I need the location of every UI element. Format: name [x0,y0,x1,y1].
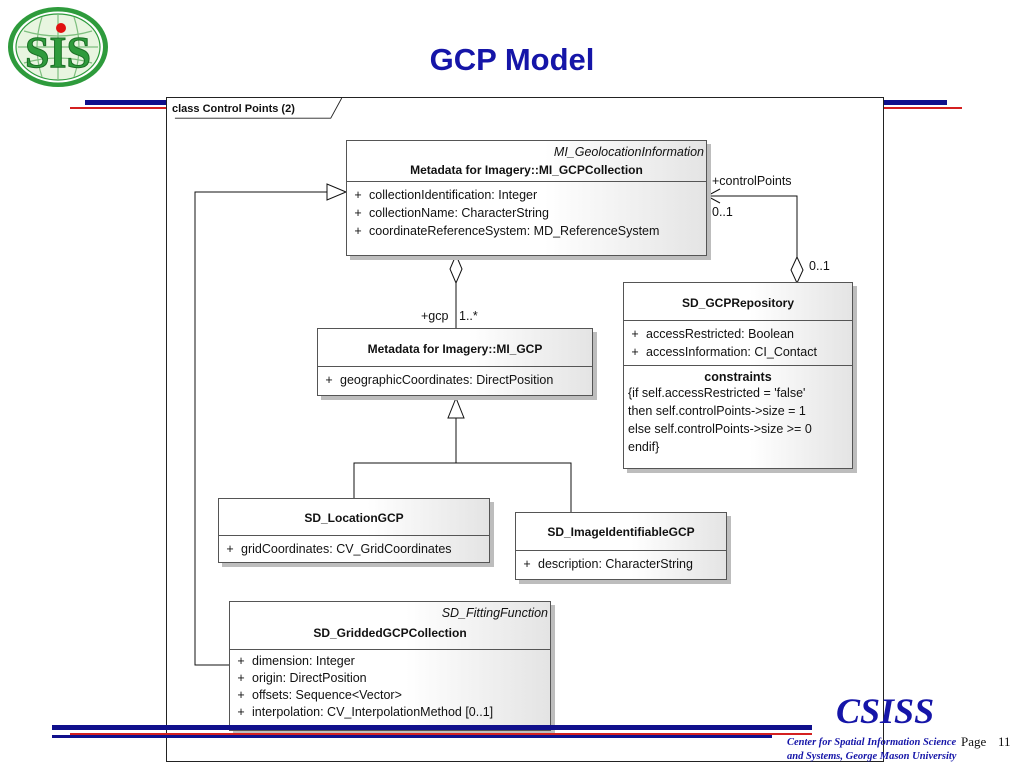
csiss-logo: CSISS [836,691,935,731]
attribute-row: +offsets: Sequence<Vector> [237,688,402,702]
class-gridded-gcp-collection[interactable]: SD_FittingFunction SD_GriddedGCPCollecti… [229,601,551,731]
repository-aggregation-diamond [790,255,804,285]
attribute-row: +description: CharacterString [523,557,693,571]
org-name-line2: and Systems, George Mason University [787,751,957,762]
attribute-row: +coordinateReferenceSystem: MD_Reference… [354,224,660,238]
class-location-gcp[interactable]: SD_LocationGCP +gridCoordinates: CV_Grid… [218,498,490,563]
stereotype-label: SD_FittingFunction [441,606,548,620]
page-number: 11 [998,734,1011,749]
class-name: SD_GriddedGCPCollection [313,626,467,640]
constraint-line: endif} [628,440,660,454]
constraints-title: constraints [704,370,772,384]
attribute-row: +gridCoordinates: CV_GridCoordinates [226,542,452,556]
gcp-generalization-arrow [447,396,465,419]
stereotype-label: MI_GeolocationInformation [553,145,704,159]
repository-multiplicity: 0..1 [809,259,830,273]
sis-logo: SIS [8,7,108,87]
gcp-generalization-branches [353,462,572,512]
footer-blue-bar [52,725,812,730]
attribute-row: +accessRestricted: Boolean [631,327,794,341]
class-name: SD_ImageIdentifiableGCP [547,525,695,539]
gridded-generalization-line [194,191,328,666]
attribute-row: +interpolation: CV_InterpolationMethod [… [237,705,494,719]
control-points-multiplicity: 0..1 [712,205,733,219]
frame-label: class Control Points (2) [172,103,295,115]
sis-logo-text: SIS [25,28,91,77]
attribute-row: +origin: DirectPosition [237,671,367,685]
control-points-association-arrow [705,188,721,204]
frame-tab [174,98,343,119]
org-name-line1: Center for Spatial Information Science [787,737,957,748]
constraint-line: then self.controlPoints->size = 1 [628,404,806,418]
footer-blue-bar-2 [52,735,772,738]
class-gcp[interactable]: Metadata for Imagery::MI_GCP +geographic… [317,328,593,396]
class-name: SD_LocationGCP [304,511,404,525]
class-gcp-repository[interactable]: SD_GCPRepository +accessRestricted: Bool… [623,282,853,469]
attribute-row: +dimension: Integer [237,654,355,668]
class-gcp-collection[interactable]: MI_GeolocationInformation Metadata for I… [346,140,707,256]
attribute-row: +collectionName: CharacterString [354,206,549,220]
control-points-role-label: +controlPoints [712,174,792,188]
gridded-generalization-arrow [326,183,348,201]
gcp-aggregation-diamond [449,253,463,285]
gcp-multiplicity: 1..* [459,309,478,323]
attribute-row: +accessInformation: CI_Contact [631,345,817,359]
control-points-association-line [707,195,798,257]
class-name: SD_GCPRepository [681,296,795,310]
gcp-role-label: +gcp [421,309,449,323]
class-name: Metadata for Imagery::MI_GCPCollection [410,163,643,177]
footer-red-line [70,733,812,735]
page-label: Page [961,734,987,749]
constraint-line: else self.controlPoints->size >= 0 [628,422,812,436]
slide-title: GCP Model [429,42,595,77]
attribute-row: +collectionIdentification: Integer [354,188,538,202]
class-name: Metadata for Imagery::MI_GCP [367,342,543,356]
attribute-row: +geographicCoordinates: DirectPosition [325,373,554,387]
constraint-line: {if self.accessRestricted = 'false' [628,386,806,400]
class-image-identifiable-gcp[interactable]: SD_ImageIdentifiableGCP +description: Ch… [515,512,727,580]
